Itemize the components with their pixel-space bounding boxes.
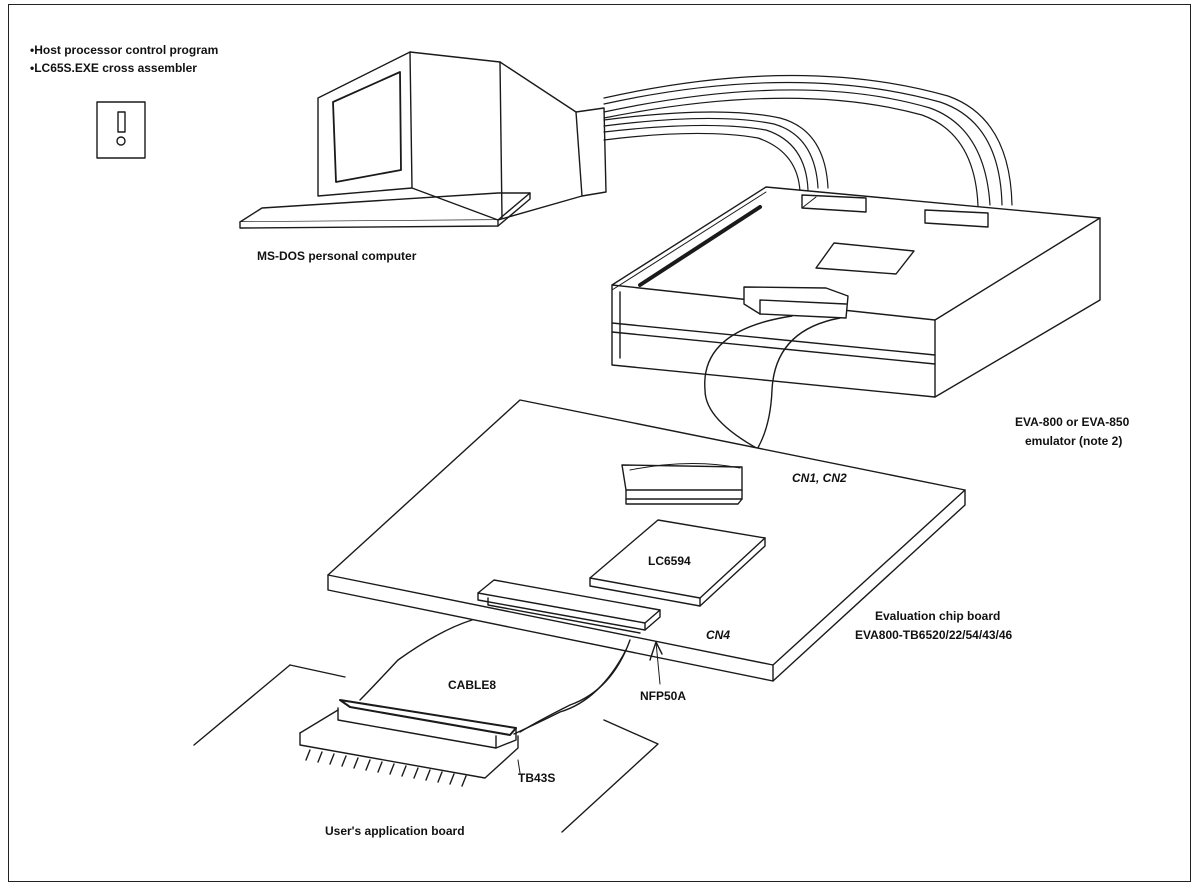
tb43s-label: TB43S	[518, 771, 556, 785]
chip-label: LC6594	[648, 554, 691, 568]
host-cables	[603, 74, 1013, 207]
cable8-label: CABLE8	[448, 678, 497, 692]
nfp50a-label: NFP50A	[640, 689, 687, 703]
cn4-label: CN4	[706, 628, 731, 642]
floppy-disk-icon	[96, 101, 146, 159]
cn12-label: CN1, CN2	[792, 471, 847, 485]
personal-computer	[239, 51, 607, 229]
leader-lines	[517, 759, 521, 774]
emulator-label-line-1: EVA-800 or EVA-850	[1015, 415, 1130, 429]
pc-label: MS-DOS personal computer	[257, 249, 417, 263]
eval-board-label-line-2: EVA800-TB6520/22/54/43/46	[855, 628, 1013, 642]
eval-board-label-line-1: Evaluation chip board	[875, 609, 1001, 623]
host-software-line-1: •Host processor control program	[30, 43, 219, 57]
diagram-frame	[8, 4, 1191, 882]
user-board-label: User's application board	[325, 824, 465, 838]
cable8	[337, 579, 663, 749]
emulator-label-line-2: emulator (note 2)	[1025, 434, 1123, 448]
user-application-board	[193, 664, 659, 833]
host-software-line-2: •LC65S.EXE cross assembler	[30, 61, 197, 75]
emulator-box	[611, 186, 1101, 398]
evaluation-board	[327, 399, 966, 682]
